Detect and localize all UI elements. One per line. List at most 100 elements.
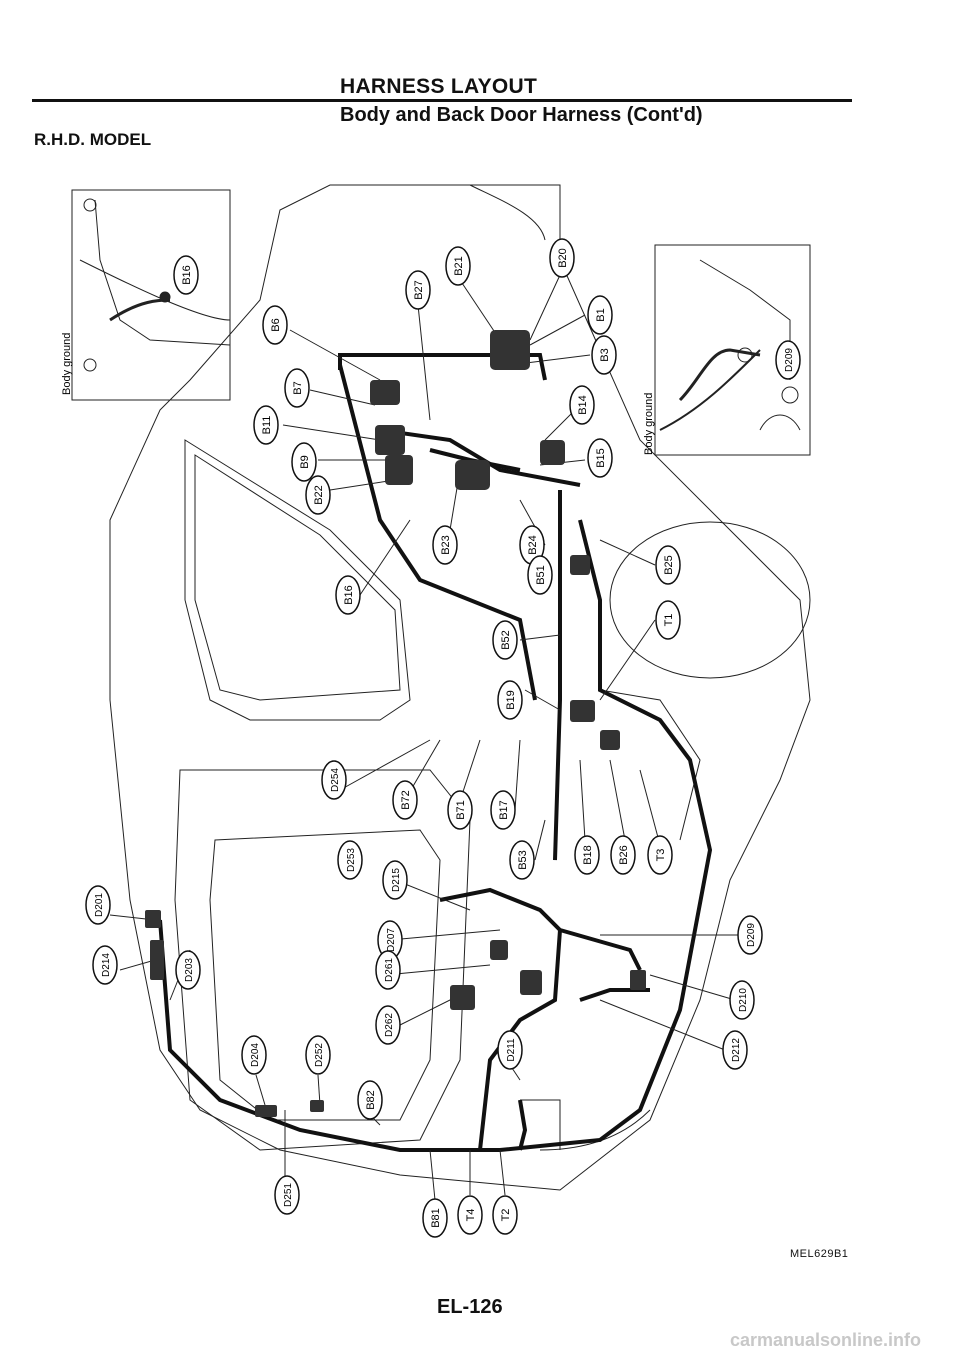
connector-d253: D253 — [337, 840, 363, 880]
connector-b11-label: B11 — [261, 416, 273, 435]
connector-d253-label: D253 — [346, 848, 357, 872]
connector-t4-label: T4 — [465, 1209, 477, 1222]
connector-t1: T1 — [655, 600, 681, 640]
connector-d209-label: D209 — [746, 923, 757, 947]
connector-b24-label: B24 — [527, 535, 539, 555]
connector-b20: B20 — [549, 238, 575, 278]
connector-b23-label: B23 — [440, 535, 452, 555]
connector-b19-label: B19 — [505, 690, 517, 710]
vehicle-body-outline — [109, 184, 811, 1191]
connector-b81: B81 — [422, 1198, 448, 1238]
watermark: carmanualsonline.info — [730, 1330, 922, 1350]
connector-d252: D252 — [305, 1035, 331, 1075]
connector-b23: B23 — [432, 525, 458, 565]
page-title: HARNESS LAYOUT — [340, 75, 538, 98]
model-label: R.H.D. MODEL — [34, 130, 152, 149]
connector-b6-label: B6 — [270, 318, 282, 331]
connector-b20-label: B20 — [557, 248, 569, 268]
left-inset-label: Body ground — [61, 333, 73, 395]
connector-b9: B9 — [291, 442, 317, 482]
connector-d251: D251 — [274, 1175, 300, 1215]
connector-d211: D211 — [497, 1030, 523, 1070]
connector-b18-label: B18 — [582, 845, 594, 865]
connector-blobs — [145, 330, 646, 1117]
connector-d211-label: D211 — [506, 1038, 517, 1062]
connector-b52: B52 — [492, 620, 518, 660]
connector-b26: B26 — [610, 835, 636, 875]
page-number: EL-126 — [437, 1296, 503, 1318]
connector-b52-label: B52 — [500, 630, 512, 650]
connector-b25: B25 — [655, 545, 681, 585]
inset-connector-b16: B16 — [173, 255, 199, 295]
connector-b11: B11 — [253, 405, 279, 445]
connector-b53-label: B53 — [517, 850, 529, 870]
connector-t1-label: T1 — [663, 614, 675, 627]
connector-d262: D262 — [375, 1005, 401, 1045]
inset-connector-b16-label: B16 — [181, 265, 193, 285]
connector-d203-label: D203 — [184, 958, 195, 982]
inset-connector-d209-label: D209 — [784, 348, 795, 372]
page-subtitle: Body and Back Door Harness (Cont'd) — [340, 104, 703, 126]
connector-b22: B22 — [305, 475, 331, 515]
connector-d212: D212 — [722, 1030, 748, 1070]
connector-b19: B19 — [497, 680, 523, 720]
connector-d261-label: D261 — [384, 958, 395, 982]
connector-t4: T4 — [457, 1195, 483, 1235]
connector-t2-label: T2 — [500, 1209, 512, 1222]
connector-b14-label: B14 — [577, 395, 589, 415]
connector-b7-label: B7 — [292, 381, 304, 394]
connector-b53: B53 — [509, 840, 535, 880]
connector-b82-label: B82 — [365, 1090, 377, 1110]
right-inset — [654, 244, 811, 456]
connector-b22-label: B22 — [313, 485, 325, 505]
connector-b3-label: B3 — [599, 348, 611, 361]
connector-d204: D204 — [241, 1035, 267, 1075]
connector-b26-label: B26 — [618, 845, 630, 865]
connector-d254-label: D254 — [330, 768, 341, 792]
connector-b81-label: B81 — [430, 1208, 442, 1228]
connector-d214: D214 — [92, 945, 118, 985]
connector-b16-label: B16 — [343, 585, 355, 605]
connector-d203: D203 — [175, 950, 201, 990]
connector-d209: D209 — [737, 915, 763, 955]
connector-d254: D254 — [321, 760, 347, 800]
connector-t2: T2 — [492, 1195, 518, 1235]
connector-b27-label: B27 — [413, 280, 425, 300]
connector-b17-label: B17 — [498, 800, 510, 820]
connector-b1-label: B1 — [595, 308, 607, 321]
connector-b14: B14 — [569, 385, 595, 425]
left-inset — [71, 189, 231, 401]
connector-b51: B51 — [527, 555, 553, 595]
connector-d262-label: D262 — [384, 1013, 395, 1037]
connector-b71-label: B71 — [455, 800, 467, 820]
connector-b72-label: B72 — [400, 790, 412, 810]
connector-d261: D261 — [375, 950, 401, 990]
connector-b7: B7 — [284, 368, 310, 408]
connector-b6: B6 — [262, 305, 288, 345]
connector-b72: B72 — [392, 780, 418, 820]
connector-b71: B71 — [447, 790, 473, 830]
connector-b3: B3 — [591, 335, 617, 375]
header-divider — [32, 99, 852, 102]
connector-b15-label: B15 — [595, 448, 607, 468]
connector-d212-label: D212 — [731, 1038, 742, 1062]
right-inset-label: Body ground — [643, 393, 655, 455]
connector-b17: B17 — [490, 790, 516, 830]
connector-b21-label: B21 — [453, 256, 465, 276]
connector-d201: D201 — [85, 885, 111, 925]
connector-t3-label: T3 — [655, 849, 667, 862]
inset-connector-d209: D209 — [775, 340, 801, 380]
connector-d210: D210 — [729, 980, 755, 1020]
connector-d201-label: D201 — [94, 893, 105, 917]
connector-b9-label: B9 — [299, 455, 311, 468]
connector-b15: B15 — [587, 438, 613, 478]
connector-b27: B27 — [405, 270, 431, 310]
connector-b25-label: B25 — [663, 555, 675, 575]
main-harness — [158, 353, 713, 1152]
connector-d215-label: D215 — [391, 868, 402, 892]
connector-d204-label: D204 — [250, 1043, 261, 1067]
connector-b21: B21 — [445, 246, 471, 286]
connector-d207-label: D207 — [386, 928, 397, 952]
